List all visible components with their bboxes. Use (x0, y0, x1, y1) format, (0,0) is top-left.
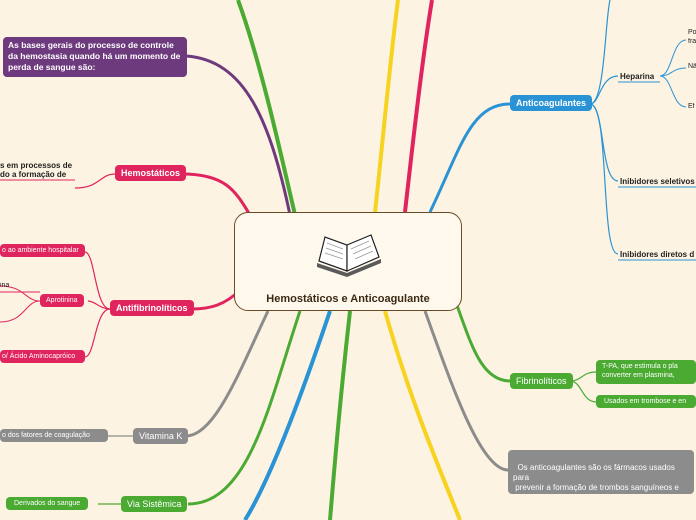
bases-gerais-node[interactable]: As bases gerais do processo de controle … (3, 37, 187, 77)
trombose-node[interactable]: Usados em trombose e en (596, 395, 696, 408)
anticoagulantes-node[interactable]: Anticoagulantes (510, 95, 593, 111)
book-icon (317, 234, 381, 277)
conn-hep-1 (659, 39, 687, 77)
conn-apro-up (0, 285, 41, 302)
branch-anticoagulantes (428, 102, 511, 213)
via-sistemica-node[interactable]: Via Sistêmica (121, 496, 188, 512)
conn-anti-top (589, 0, 611, 105)
heparina-sub1-line1: Po (688, 29, 696, 36)
conn-fib-trombose (569, 380, 597, 403)
heparina-label[interactable]: Heparina (620, 72, 655, 81)
tpa-line2: converter em plasmina, (602, 372, 675, 379)
hemostaticos-node[interactable]: Hemostáticos (115, 165, 187, 181)
inibidores-diretos-label[interactable]: Inibidores diretos d (620, 250, 695, 259)
heparina-sub3: Ef (688, 103, 695, 110)
conn-anti-ambiente (84, 251, 111, 310)
conn-anti-acido (84, 308, 111, 358)
conn-hep-3 (659, 75, 687, 108)
conn-hep-2 (659, 67, 687, 77)
antifibrinoliticos-node[interactable]: Antifibrinolíticos (110, 300, 194, 316)
central-topic-title: Hemostáticos e Anticoagulante (266, 293, 430, 305)
aprotinina-node[interactable]: Aprotinina (40, 294, 84, 307)
conn-anti-aprotinina (87, 300, 111, 310)
branch-hemostaticos (181, 172, 252, 216)
vitamina-k-node[interactable]: Vitamina K (133, 428, 189, 444)
anticoagulantes-note-text: Os anticoagulantes são os fármacos usado… (513, 463, 679, 494)
branch-via (187, 310, 302, 506)
conn-anti-diretos (589, 103, 619, 255)
heparina-sub2: Nã (688, 63, 696, 70)
conn-hemostaticos-desc (74, 173, 116, 189)
branch-fibrinoliticos (453, 299, 511, 383)
branch-vitamina (185, 310, 270, 438)
hemostaticos-desc-line1: s em processos de (0, 161, 73, 170)
tpa-line1: T-PA, que estimula o pla (602, 363, 678, 370)
heparina-sub1-line2: fra (688, 38, 696, 45)
conn-anti-heparina (589, 75, 619, 105)
branch-top-green (236, 0, 297, 216)
aprotinina-sub-label: ina (0, 282, 10, 289)
central-topic[interactable]: Hemostáticos e Anticoagulante (234, 212, 462, 311)
conn-apro-down (0, 300, 41, 323)
branch-top-yellow (373, 0, 400, 213)
branch-purple (185, 54, 292, 216)
derivados-sangue-node[interactable]: Derivados do sangue (6, 497, 89, 510)
fatores-coagulacao-node[interactable]: o dos fatores de coagulação (0, 429, 108, 442)
branch-bottom-yellow (383, 310, 462, 520)
conn-fib-tpa (569, 371, 597, 382)
fibrinoliticos-node[interactable]: Fibrinolíticos (510, 373, 573, 389)
acido-aminocaproico-node[interactable]: o/ Ácido Aminocapróico (0, 350, 85, 363)
anticoagulantes-note[interactable]: Os anticoagulantes são os fármacos usado… (508, 450, 694, 494)
branch-bottom-blue (243, 310, 332, 520)
inibidores-seletivos-label[interactable]: Inibidores seletivos (620, 177, 695, 186)
tpa-node[interactable]: T-PA, que estimula o pla converter em pl… (596, 360, 696, 384)
ambiente-hospitalar-node[interactable]: o ao ambiente hospitalar (0, 244, 85, 257)
branch-bottom-green (328, 310, 352, 520)
bases-gerais-text: As bases gerais do processo de controle … (8, 40, 181, 72)
hemostaticos-desc-line2: do a formação de (0, 170, 67, 179)
branch-top-red (403, 0, 434, 213)
branch-antifibrinoliticos (191, 288, 242, 311)
branch-note (423, 310, 509, 472)
